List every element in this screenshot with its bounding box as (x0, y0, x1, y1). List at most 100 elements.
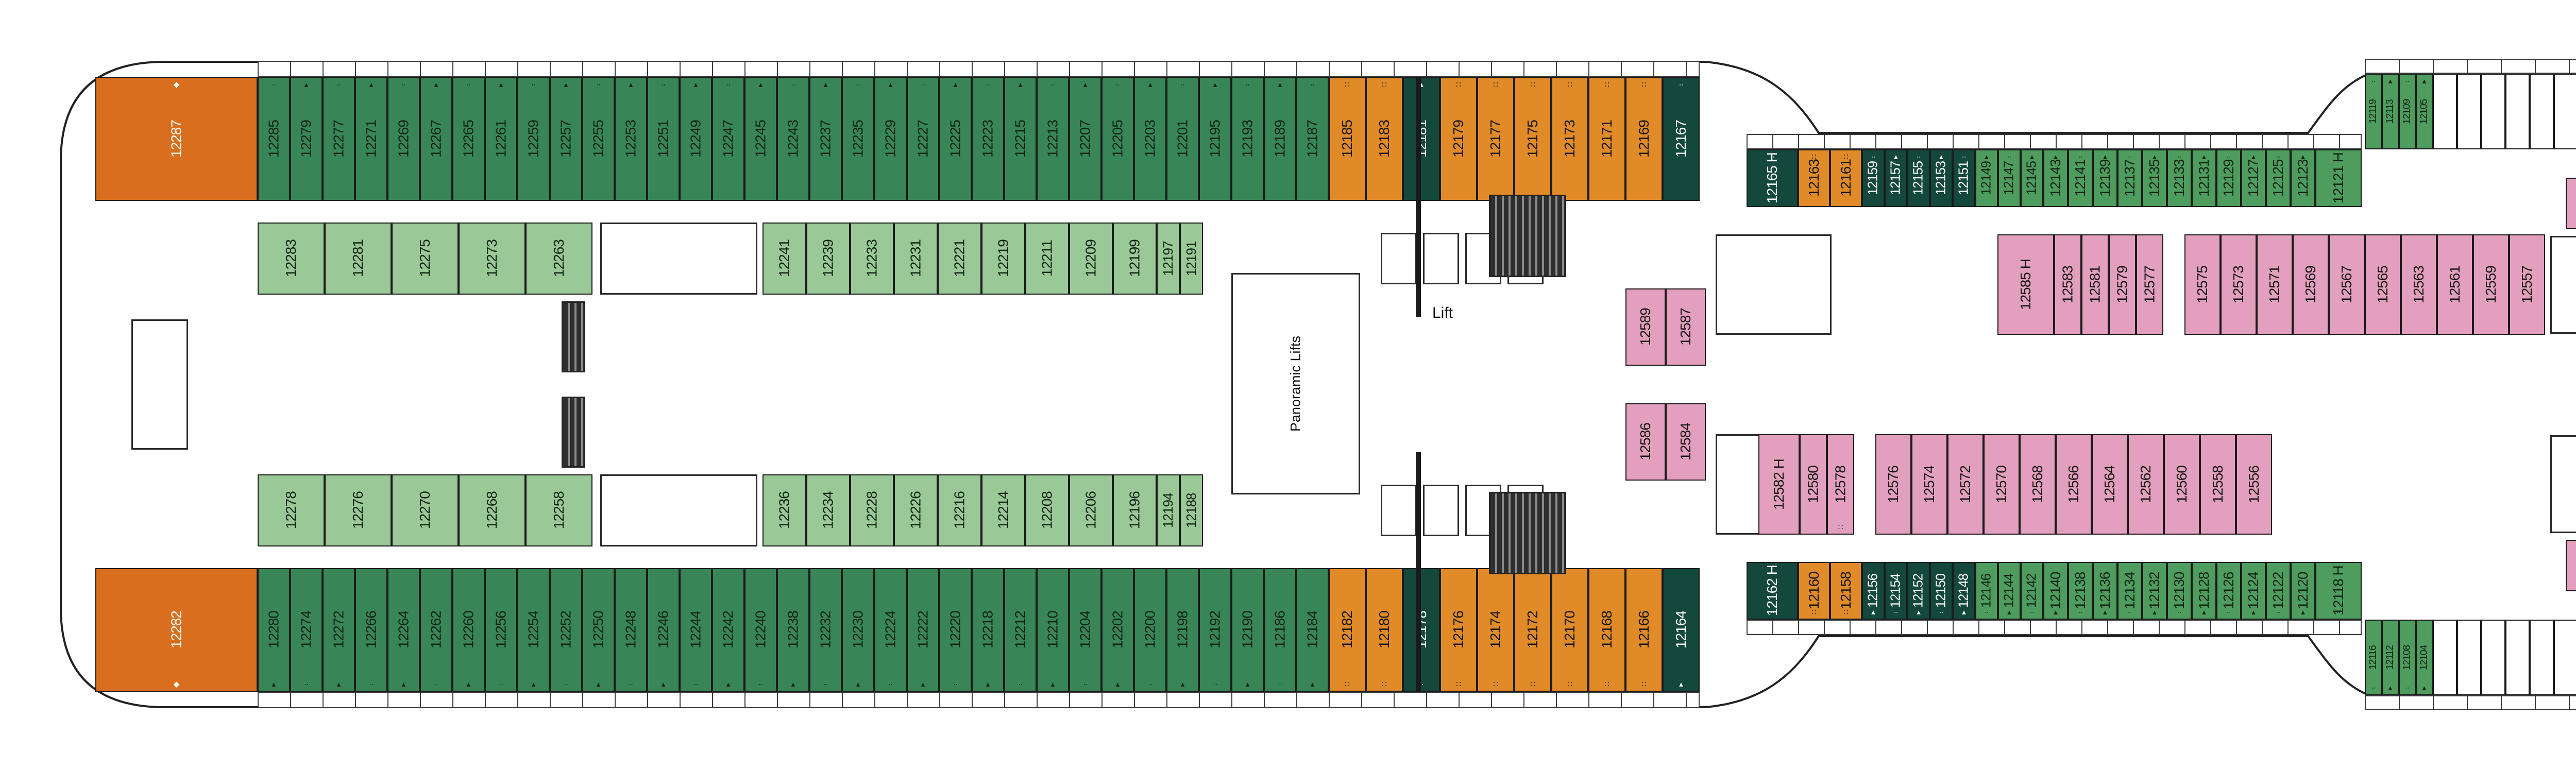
cabin[interactable]: 12191 (1180, 223, 1203, 295)
cabin[interactable]: 12577 (2136, 234, 2163, 335)
cabin[interactable]: 12112▴ (2382, 620, 2399, 695)
cabin[interactable]: 12126∙∙ (2216, 562, 2241, 620)
cabin[interactable]: 12113▴ (2382, 74, 2399, 149)
cabin[interactable]: 12124▴ (2241, 562, 2266, 620)
cabin[interactable]: 12207▴ (1069, 77, 1101, 201)
cabin[interactable]: 12238▴ (777, 568, 809, 692)
cabin[interactable]: 12257▴ (550, 77, 582, 201)
cabin[interactable]: 12271▴ (355, 77, 387, 201)
cabin[interactable]: 12255∙∙ (582, 77, 615, 201)
cabin[interactable]: 12557 (2509, 234, 2545, 335)
cabin[interactable]: 12132▴ (2142, 562, 2167, 620)
cabin[interactable]: 12185∷ (1329, 77, 1366, 201)
cabin[interactable]: 12556 (2236, 434, 2272, 535)
cabin[interactable]: 12561 (2437, 234, 2473, 335)
cabin[interactable]: 12194 (1157, 474, 1180, 546)
cabin[interactable]: 12158∷ (1830, 562, 1862, 620)
cabin[interactable]: 12125∙∙ (2266, 149, 2291, 207)
cabin[interactable]: 12144▴ (1998, 562, 2021, 620)
cabin[interactable]: 12120▴ (2291, 562, 2315, 620)
cabin[interactable]: 12572 (1947, 434, 1984, 535)
cabin[interactable]: 12116∙∙ (2365, 620, 2382, 695)
cabin[interactable]: 12134∙∙ (2117, 562, 2142, 620)
cabin[interactable]: 12566 (2056, 434, 2092, 535)
cabin[interactable]: 12222▴ (907, 568, 939, 692)
cabin[interactable]: 12583 (2054, 234, 2081, 335)
cabin[interactable]: 12159∙∙ (1862, 149, 1885, 207)
cabin[interactable]: 12575 (2184, 234, 2221, 335)
cabin[interactable]: 12204∙∙ (1069, 568, 1101, 692)
cabin[interactable]: 12263 (526, 223, 592, 295)
cabin[interactable]: 12579 (2109, 234, 2136, 335)
cabin[interactable]: 12252∙∙ (550, 568, 582, 692)
cabin[interactable]: 12129∙∙ (2216, 149, 2241, 207)
cabin[interactable]: 12274∙∙ (290, 568, 323, 692)
cabin[interactable]: 12152▴ (1907, 562, 1930, 620)
cabin[interactable]: 12180∷ (1366, 568, 1403, 692)
cabin[interactable]: 12160∷ (1798, 562, 1830, 620)
cabin[interactable]: 12175∷ (1514, 77, 1551, 201)
cabin[interactable]: 12105▴ (2416, 74, 2433, 149)
cabin[interactable]: 12245▴ (744, 77, 777, 201)
cabin[interactable]: 12118 H∙∙ (2315, 562, 2362, 620)
cabin[interactable]: 12559 (2473, 234, 2509, 335)
cabin[interactable]: 12574 (1911, 434, 1947, 535)
lift-car[interactable] (1423, 485, 1459, 536)
cabin[interactable]: 12272▴ (323, 568, 355, 692)
cabin[interactable]: 12582 H (1758, 434, 1800, 535)
cabin[interactable]: 12237▴ (809, 77, 842, 201)
cabin[interactable]: 12231 (894, 223, 938, 295)
cabin[interactable]: 12584 (1666, 403, 1706, 481)
cabin[interactable]: 12153▴ (1930, 149, 1953, 207)
cabin[interactable]: 12176∷ (1440, 568, 1477, 692)
cabin[interactable]: 12189▴ (1264, 77, 1296, 201)
cabin[interactable]: 12173∷ (1551, 77, 1588, 201)
cabin[interactable]: 12137∙∙ (2117, 149, 2142, 207)
cabin[interactable]: 12122∙∙ (2266, 562, 2291, 620)
cabin[interactable]: 12166∷ (1625, 568, 1663, 692)
cabin[interactable]: 12182∷ (1329, 568, 1366, 692)
cabin[interactable]: 12161∷ (1830, 149, 1862, 207)
cabin[interactable]: 12258 (526, 474, 592, 546)
cabin[interactable]: 12278 (258, 474, 325, 546)
cabin[interactable]: 12285∙∙ (258, 77, 290, 201)
cabin[interactable]: 12239 (806, 223, 850, 295)
cabin[interactable]: 12262∙∙ (420, 568, 452, 692)
cabin[interactable]: 12150∙∙ (1930, 562, 1953, 620)
cabin[interactable]: 12133∙∙ (2167, 149, 2192, 207)
cabin[interactable]: 12131▴ (2192, 149, 2216, 207)
cabin[interactable]: 12253▴ (615, 77, 647, 201)
cabin[interactable]: 12233 (850, 223, 894, 295)
cabin[interactable]: 12261▴ (485, 77, 517, 201)
cabin[interactable]: 12218▴ (972, 568, 1004, 692)
cabin[interactable]: 12571 (2257, 234, 2293, 335)
cabin[interactable]: 12256∙∙ (485, 568, 517, 692)
cabin[interactable]: 12568 (2020, 434, 2056, 535)
cabin[interactable]: 12560 (2164, 434, 2200, 535)
cabin[interactable]: 12260▴ (452, 568, 485, 692)
cabin[interactable]: 12195▴ (1199, 77, 1231, 201)
cabin[interactable]: 12136▴ (2093, 562, 2117, 620)
cabin[interactable]: 12210▴ (1037, 568, 1069, 692)
cabin[interactable]: 12139▴ (2093, 149, 2117, 207)
cabin[interactable]: 12211 (1025, 223, 1069, 295)
cabin[interactable]: 12155∙∙ (1907, 149, 1930, 207)
cabin[interactable]: 12251∙∙ (647, 77, 680, 201)
cabin[interactable]: 12188 (1180, 474, 1203, 546)
cabin[interactable]: 12162 H∙∙ (1747, 562, 1798, 620)
cabin[interactable]: 12168∷ (1588, 568, 1625, 692)
cabin[interactable]: 12570 (1984, 434, 2020, 535)
cabin[interactable]: 12127▴ (2241, 149, 2266, 207)
cabin[interactable]: 12215▴ (1004, 77, 1037, 201)
lift-car[interactable] (1381, 485, 1417, 536)
cabin[interactable]: 12114 H (2566, 540, 2576, 591)
cabin[interactable]: 12220∙∙ (939, 568, 972, 692)
cabin[interactable]: 12240∙∙ (744, 568, 777, 692)
cabin[interactable]: 12219 (981, 223, 1025, 295)
cabin[interactable]: 12193∙∙ (1231, 77, 1264, 201)
cabin[interactable]: 12281 (325, 223, 392, 295)
cabin[interactable]: 12147∙∙ (1998, 149, 2021, 207)
cabin[interactable]: 12109∙∙ (2399, 74, 2416, 149)
cabin[interactable]: 12223∙∙ (972, 77, 1004, 201)
cabin[interactable]: 12196 (1113, 474, 1157, 546)
